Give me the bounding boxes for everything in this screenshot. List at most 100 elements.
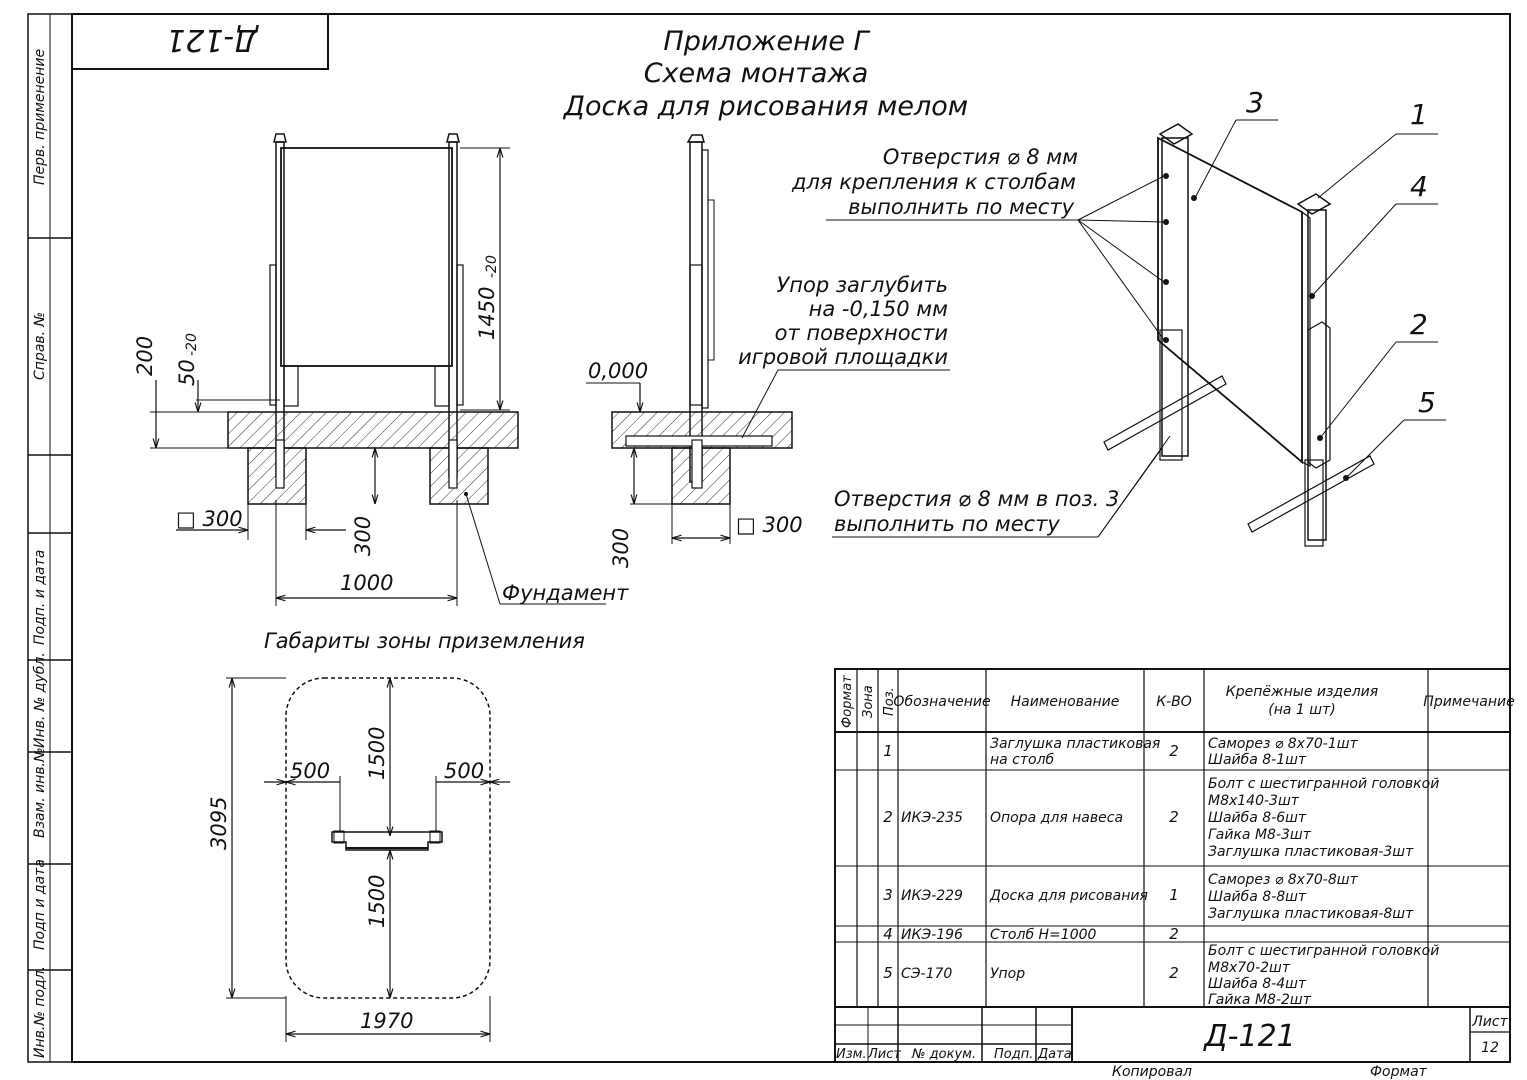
- row2-krep-2: М8х140-3шт: [1208, 793, 1300, 809]
- row5-obozn: СЭ-170: [901, 966, 952, 982]
- callout-5: 5: [1418, 386, 1436, 419]
- th-poz: Поз.: [882, 687, 897, 716]
- stamp-kopiroval: Копировал: [1112, 1064, 1192, 1080]
- dim-1500-bottom: 1500: [365, 875, 389, 928]
- dim-50-tol: -20: [184, 333, 200, 356]
- stamp-list: Лист: [867, 1047, 901, 1062]
- title-line3: Доска для рисования мелом: [563, 91, 968, 122]
- dim-1970: 1970: [360, 1009, 413, 1033]
- row2-qty: 2: [1169, 808, 1179, 826]
- side-label-sprav: Справ. №: [32, 312, 48, 380]
- row1-name-2: на столб: [990, 752, 1055, 768]
- iso-view: 3 1 4 2 5 Отверстия ⌀ 8 мм для крепления…: [791, 86, 1446, 547]
- row3-obozn: ИКЭ-229: [901, 888, 963, 904]
- stamp-podp: Подп.: [994, 1047, 1033, 1062]
- side-label-podp2: Подп и дата: [32, 859, 48, 950]
- row2-krep-3: Шайба 8-6шт: [1208, 810, 1307, 826]
- row1-name-1: Заглушка пластиковая: [990, 736, 1160, 752]
- landing-zone: Габариты зоны приземления 1500 1500 500 …: [207, 629, 585, 1042]
- row1-poz: 1: [883, 742, 893, 760]
- stamp-list-num: 12: [1481, 1040, 1499, 1056]
- row2-krep-4: Гайка М8-3шт: [1208, 827, 1312, 843]
- zone-title: Габариты зоны приземления: [264, 629, 585, 653]
- row5-krep-4: Гайка М8-2шт: [1208, 992, 1312, 1008]
- dim-1450: 1450: [475, 287, 499, 340]
- callout-4: 4: [1410, 170, 1428, 203]
- dim-1500-top: 1500: [365, 727, 389, 780]
- side-label-inv-podl: Инв.№ подл.: [32, 966, 48, 1058]
- row5-krep-2: М8х70-2шт: [1208, 960, 1291, 976]
- stop-note-2: на -0,150 мм: [809, 297, 948, 321]
- dim-3095: 3095: [207, 797, 231, 850]
- title-line1: Приложение Г: [663, 26, 870, 57]
- callout-1: 1: [1410, 98, 1428, 131]
- row2-poz: 2: [883, 808, 893, 826]
- front-board: [280, 147, 453, 367]
- row3-krep-3: Заглушка пластиковая-8шт: [1208, 906, 1414, 922]
- level-0000: 0,000: [588, 359, 648, 383]
- row2-krep-1: Болт с шестигранной головкой: [1208, 776, 1439, 792]
- front-view: 1450 -20 200 50 -20 □ 300 300 1000 Фунда…: [133, 133, 629, 606]
- title-stamp: Изм. Лист № докум. Подп. Дата Д-121 Лист…: [834, 1006, 1511, 1080]
- iso-board: [1157, 136, 1303, 464]
- th-kvo: К-ВО: [1156, 694, 1192, 710]
- side-label-podp1: Подп. и дата: [32, 550, 48, 645]
- code-box: [71, 13, 329, 70]
- row1-krep-1: Саморез ⌀ 8х70-1шт: [1208, 736, 1359, 752]
- th-krep1: Крепёжные изделия: [1226, 684, 1378, 700]
- holes-note2-1: Отверстия ⌀ 8 мм в поз. 3: [834, 487, 1119, 511]
- dim-1450-tol: -20: [484, 255, 500, 278]
- row1-qty: 2: [1169, 742, 1179, 760]
- dim-sq300-front: □ 300: [176, 507, 243, 531]
- dim-500-left: 500: [290, 759, 330, 783]
- th-prim: Примечание: [1423, 694, 1514, 710]
- th-krep2: (на 1 шт): [1268, 702, 1335, 718]
- callout-3: 3: [1246, 86, 1264, 119]
- dim-500-right: 500: [444, 759, 484, 783]
- row3-name: Доска для рисования: [989, 888, 1148, 904]
- row2-obozn: ИКЭ-235: [901, 810, 963, 826]
- th-oboznach: Обозначение: [893, 694, 990, 710]
- row3-poz: 3: [883, 886, 893, 904]
- row4-name: Столб Н=1000: [990, 927, 1097, 943]
- dim-300-side: 300: [609, 528, 633, 568]
- row3-krep-2: Шайба 8-8шт: [1208, 889, 1307, 905]
- row5-poz: 5: [883, 964, 893, 982]
- row5-krep-1: Болт с шестигранной головкой: [1208, 943, 1439, 959]
- stamp-data: Дата: [1037, 1047, 1072, 1062]
- th-format: Формат: [840, 675, 855, 728]
- row3-krep-1: Саморез ⌀ 8х70-8шт: [1208, 872, 1359, 888]
- dim-300-front: 300: [351, 516, 375, 556]
- stop-note-4: игровой площадки: [738, 345, 948, 369]
- th-zona: Зона: [861, 685, 876, 718]
- row5-name: Упор: [990, 966, 1025, 982]
- stamp-izm: Изм.: [836, 1047, 867, 1062]
- callout-2: 2: [1410, 308, 1428, 341]
- row3-qty: 1: [1169, 886, 1179, 904]
- holes-note-1: Отверстия ⌀ 8 мм: [883, 145, 1078, 169]
- side-view: 0,000 Упор заглубить на -0,150 мм от пов…: [586, 134, 950, 568]
- stamp-format: Формат: [1370, 1064, 1428, 1080]
- side-label-vzam: Взам. инв.№: [32, 747, 48, 838]
- row4-poz: 4: [883, 925, 893, 943]
- stop-note-3: от поверхности: [775, 321, 948, 345]
- side-label-perv: Перв. применение: [32, 49, 48, 185]
- holes-note-3: выполнить по месту: [848, 195, 1074, 219]
- holes-note2-2: выполнить по месту: [834, 512, 1060, 536]
- row5-qty: 2: [1169, 964, 1179, 982]
- dim-50: 50: [175, 359, 199, 386]
- side-label-inv-dubl: Инв. № дубл.: [32, 652, 48, 748]
- dim-sq300-side: □ 300: [736, 513, 803, 537]
- stamp-ndok: № докум.: [911, 1047, 976, 1062]
- row2-krep-5: Заглушка пластиковая-3шт: [1208, 844, 1414, 860]
- stop-note-1: Упор заглубить: [776, 273, 948, 297]
- row4-qty: 2: [1169, 925, 1179, 943]
- th-naimen: Наименование: [1011, 694, 1120, 710]
- stamp-list-label: Лист: [1471, 1014, 1508, 1030]
- row2-name: Опора для навеса: [990, 810, 1123, 826]
- title-line2: Схема монтажа: [644, 58, 869, 89]
- holes-note-2: для крепления к столбам: [791, 170, 1076, 194]
- row5-krep-3: Шайба 8-4шт: [1208, 976, 1307, 992]
- row1-krep-2: Шайба 8-1шт: [1208, 752, 1307, 768]
